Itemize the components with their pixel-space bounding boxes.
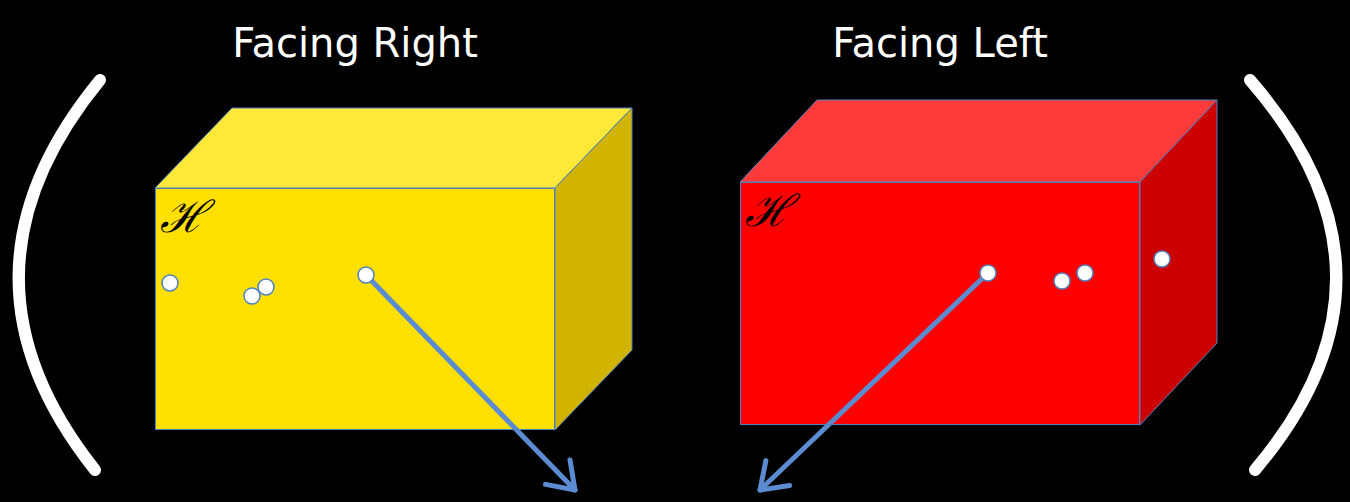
vector-arrow bbox=[760, 273, 988, 490]
state-dot bbox=[1154, 251, 1170, 267]
vector-arrow bbox=[366, 275, 575, 490]
state-dot bbox=[162, 275, 178, 291]
state-dot bbox=[1077, 265, 1093, 281]
arrow-head bbox=[546, 460, 576, 490]
state-dot bbox=[1054, 273, 1070, 289]
state-dot bbox=[980, 265, 996, 281]
box-heading: Facing Left bbox=[681, 19, 1199, 67]
cuboid-top bbox=[155, 108, 632, 188]
cuboid-top bbox=[740, 100, 1217, 182]
cuboid-front bbox=[740, 182, 1140, 425]
box-heading: Facing Right bbox=[96, 19, 614, 67]
space-symbol: ℋ bbox=[160, 195, 207, 239]
cuboid-side bbox=[1140, 100, 1217, 425]
state-dot bbox=[358, 267, 374, 283]
hilbert-space-box: Facing Leftℋ bbox=[740, 182, 1140, 425]
cuboid-side bbox=[555, 108, 632, 430]
arrow-head bbox=[760, 461, 790, 490]
hilbert-space-box: Facing Rightℋ bbox=[155, 188, 555, 430]
state-dot bbox=[244, 288, 260, 304]
left-bracket bbox=[19, 80, 100, 470]
space-symbol: ℋ bbox=[745, 189, 792, 233]
right-bracket bbox=[1250, 80, 1336, 470]
state-dot bbox=[258, 279, 274, 295]
cuboid-front bbox=[155, 188, 555, 430]
